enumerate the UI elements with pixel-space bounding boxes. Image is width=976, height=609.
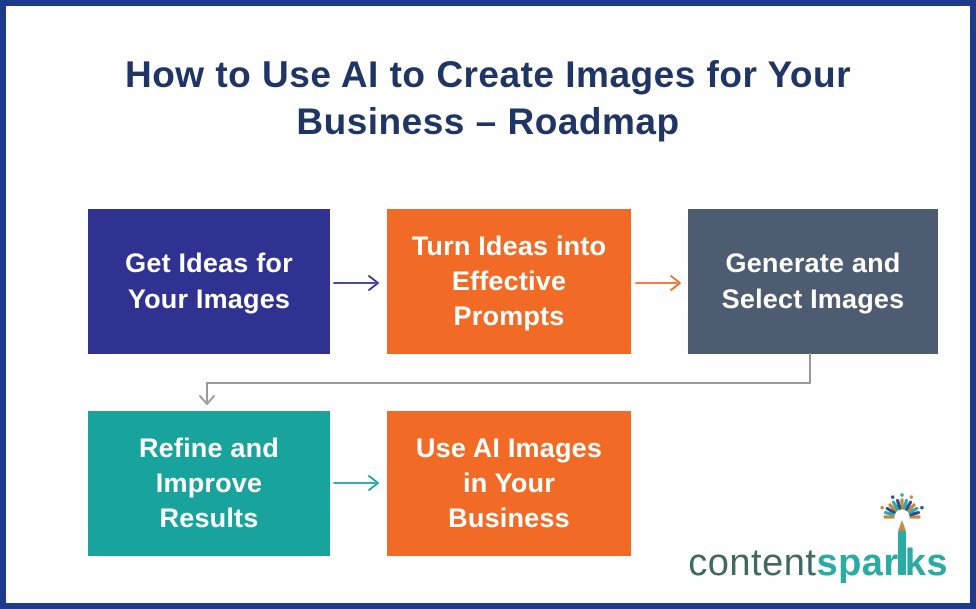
flow-box-refine-improve: Refine and Improve Results	[88, 411, 330, 556]
flow-box-line: Turn Ideas into	[411, 230, 607, 261]
arrow-right-icon	[333, 475, 379, 491]
flow-box-line: Refine and	[138, 432, 280, 463]
flow-box-get-ideas: Get Ideas for Your Images	[88, 209, 330, 354]
flow-box-line: in Your	[463, 467, 555, 498]
flow-box-use-images: Use AI Images in Your Business	[387, 411, 631, 556]
elbow-connector-down-icon	[199, 353, 811, 405]
flow-box-line: Select Images	[721, 283, 905, 314]
flow-box-line: Generate and	[725, 248, 901, 279]
flow-box-line: Your Images	[127, 283, 291, 314]
flow-box-line: Effective	[451, 265, 567, 296]
arrow-right-icon	[333, 275, 379, 291]
page-title: How to Use AI to Create Images for Your …	[0, 52, 976, 145]
flow-box-line: Results	[159, 503, 259, 534]
flow-box-line: Improve	[155, 467, 263, 498]
flow-box-line: Use AI Images	[415, 432, 603, 463]
flow-box-line: Prompts	[453, 301, 565, 332]
flow-box-line: Business	[448, 503, 570, 534]
flow-box-generate-select: Generate and Select Images	[688, 209, 938, 354]
spark-burst-pencil-icon	[880, 493, 924, 575]
contentsparks-logo: content spar	[688, 493, 948, 585]
flow-box-turn-ideas: Turn Ideas into Effective Prompts	[387, 209, 631, 354]
logo-content-text: content	[688, 542, 817, 584]
logo-sparks-text-right: ks	[904, 542, 948, 584]
title-line-2: Business – Roadmap	[296, 100, 680, 142]
arrow-right-icon	[635, 275, 681, 291]
title-line-1: How to Use AI to Create Images for Your	[124, 54, 852, 95]
flow-box-line: Get Ideas for	[125, 248, 293, 279]
logo-pencil-anchor	[880, 493, 924, 575]
logo-sparks-text-left: spar	[816, 542, 899, 584]
